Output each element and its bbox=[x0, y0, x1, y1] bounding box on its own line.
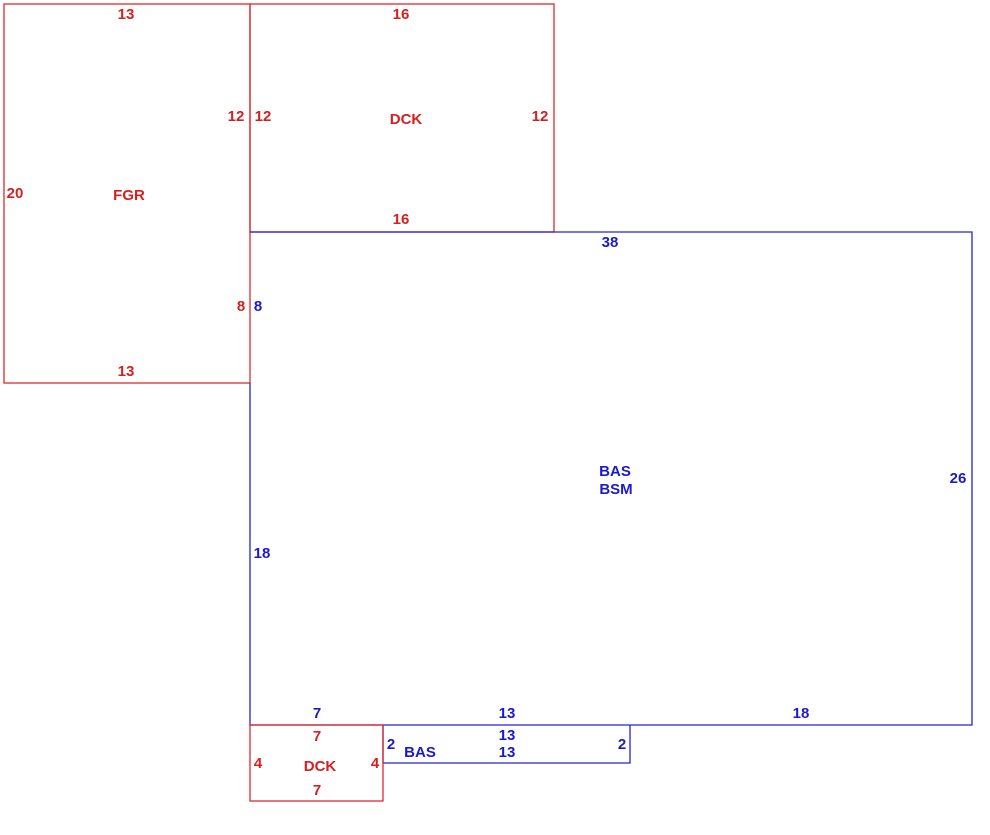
bas-small-area-label: BAS bbox=[404, 744, 436, 761]
bas-right-dimension: 26 bbox=[950, 470, 967, 487]
dck-bottom-outline bbox=[249, 724, 384, 802]
bas-main-outline bbox=[249, 231, 973, 726]
bas-top-dimension: 38 bbox=[602, 234, 619, 251]
dck-bottom-bottom-dimension: 7 bbox=[313, 782, 321, 799]
bas-small-bottom-dimension: 13 bbox=[499, 744, 516, 761]
bas-small-left-dimension: 2 bbox=[387, 736, 395, 753]
fgr-right-lower-dimension: 8 bbox=[237, 298, 245, 315]
fgr-area-label: FGR bbox=[113, 187, 145, 204]
dck-top-top-dimension: 16 bbox=[393, 6, 410, 23]
dck-bottom-right-dimension: 4 bbox=[371, 755, 380, 772]
bas-left-upper-dimension: 8 bbox=[254, 298, 262, 315]
fgr-left-dimension: 20 bbox=[7, 185, 24, 202]
bas-bottom-c-dimension: 18 bbox=[793, 705, 810, 722]
dck-top-left-dimension: 12 bbox=[255, 108, 272, 125]
dck-top-area-label: DCK bbox=[390, 111, 423, 128]
bas-small-top-dimension: 13 bbox=[499, 727, 516, 744]
bas-left-lower-dimension: 18 bbox=[254, 545, 271, 562]
fgr-right-upper-dimension: 12 bbox=[228, 108, 245, 125]
dck-top-bottom-dimension: 16 bbox=[393, 211, 410, 228]
bas-bottom-b-dimension: 13 bbox=[499, 705, 516, 722]
dck-bottom-area-label: DCK bbox=[304, 758, 337, 775]
dck-top-right-dimension: 12 bbox=[532, 108, 549, 125]
bas-area-label: BAS bbox=[599, 463, 631, 480]
fgr-bottom-dimension: 13 bbox=[118, 363, 135, 380]
dck-bottom-left-dimension: 4 bbox=[254, 755, 263, 772]
bas-small-right-dimension: 2 bbox=[618, 736, 626, 753]
bsm-area-label: BSM bbox=[599, 481, 632, 498]
dck-bottom-top-dimension: 7 bbox=[313, 728, 321, 745]
fgr-top-dimension: 13 bbox=[118, 6, 135, 23]
bas-bottom-a-dimension: 7 bbox=[313, 705, 321, 722]
